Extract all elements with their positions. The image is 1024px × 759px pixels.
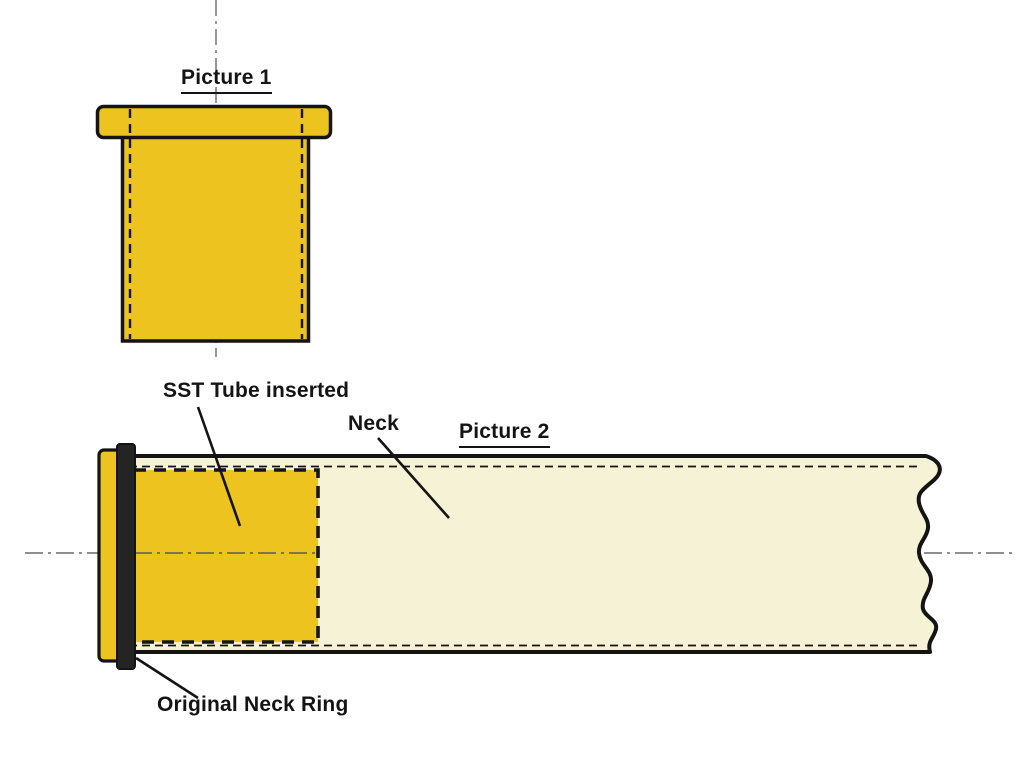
- picture2-title: Picture 2: [459, 420, 550, 448]
- picture2-sst-tube: [132, 468, 320, 644]
- picture2-neck-ring: [116, 443, 136, 670]
- leader-line-neck-ring: [135, 656, 199, 700]
- picture1-tube-body: [120, 135, 311, 343]
- picture1-title: Picture 1: [181, 66, 272, 94]
- picture2-neck-body: [132, 454, 942, 654]
- sst-tube-label: SST Tube inserted: [163, 379, 350, 402]
- original-neck-ring-label: Original Neck Ring: [157, 693, 349, 716]
- leader-line-neck: [377, 437, 450, 519]
- leader-line-sst-tube: [196, 406, 242, 527]
- neck-label: Neck: [348, 412, 400, 435]
- picture1-flange: [95, 104, 333, 140]
